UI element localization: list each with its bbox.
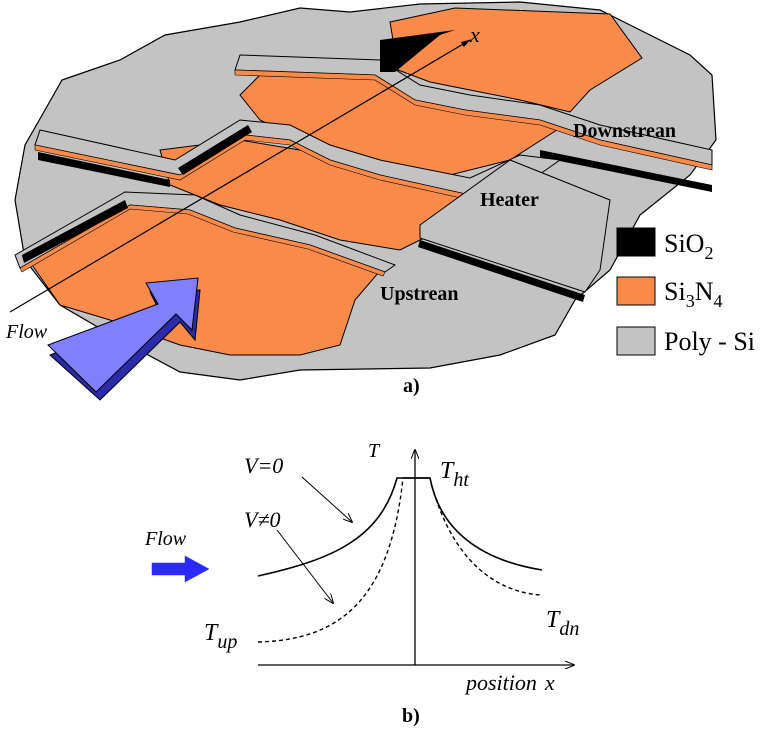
pointer-v-zero <box>301 476 352 522</box>
legend-label-polysi: Poly - Si <box>664 327 755 356</box>
heater-label: Heater <box>480 189 539 211</box>
caption-a: a) <box>403 375 420 397</box>
legend-label-sio2: SiO2 <box>664 229 713 263</box>
pointer-v-nonzero <box>276 529 333 603</box>
flow-arrow-3d <box>47 277 201 401</box>
legend-label-si3n4: Si3N4 <box>664 277 722 311</box>
curve-v-zero <box>257 477 543 577</box>
si3n4-top-region <box>389 7 643 113</box>
device-x-axis-label: x <box>469 22 480 47</box>
downstream-label: Downstrean <box>573 120 676 142</box>
legend-swatch-sio2 <box>616 227 656 257</box>
v-zero-label: V=0 <box>244 453 283 478</box>
panel-a-device <box>9 1 717 401</box>
t-dn-label: Tdn <box>546 607 579 640</box>
flow-arrow-2d <box>151 555 210 583</box>
upstream-strip <box>14 159 611 302</box>
v-nonzero-label: V≠0 <box>244 507 281 532</box>
legend-swatch-si3n4 <box>616 276 656 306</box>
flow-label-a: Flow <box>5 321 48 343</box>
panel-b-plot <box>151 450 574 665</box>
flow-label-b: Flow <box>144 528 187 550</box>
upstream-label: Upstrean <box>380 283 459 305</box>
downstream-strip <box>234 30 713 192</box>
caption-b: b) <box>402 705 420 727</box>
legend: SiO2 Si3N4 Poly - Si <box>616 227 755 356</box>
curve-v-nonzero <box>257 477 541 643</box>
t-up-label: Tup <box>204 620 237 653</box>
t-axis-label: T <box>368 440 381 462</box>
legend-swatch-polysi <box>616 326 656 356</box>
device-x-axis <box>9 39 471 313</box>
t-ht-label: Tht <box>440 458 469 491</box>
